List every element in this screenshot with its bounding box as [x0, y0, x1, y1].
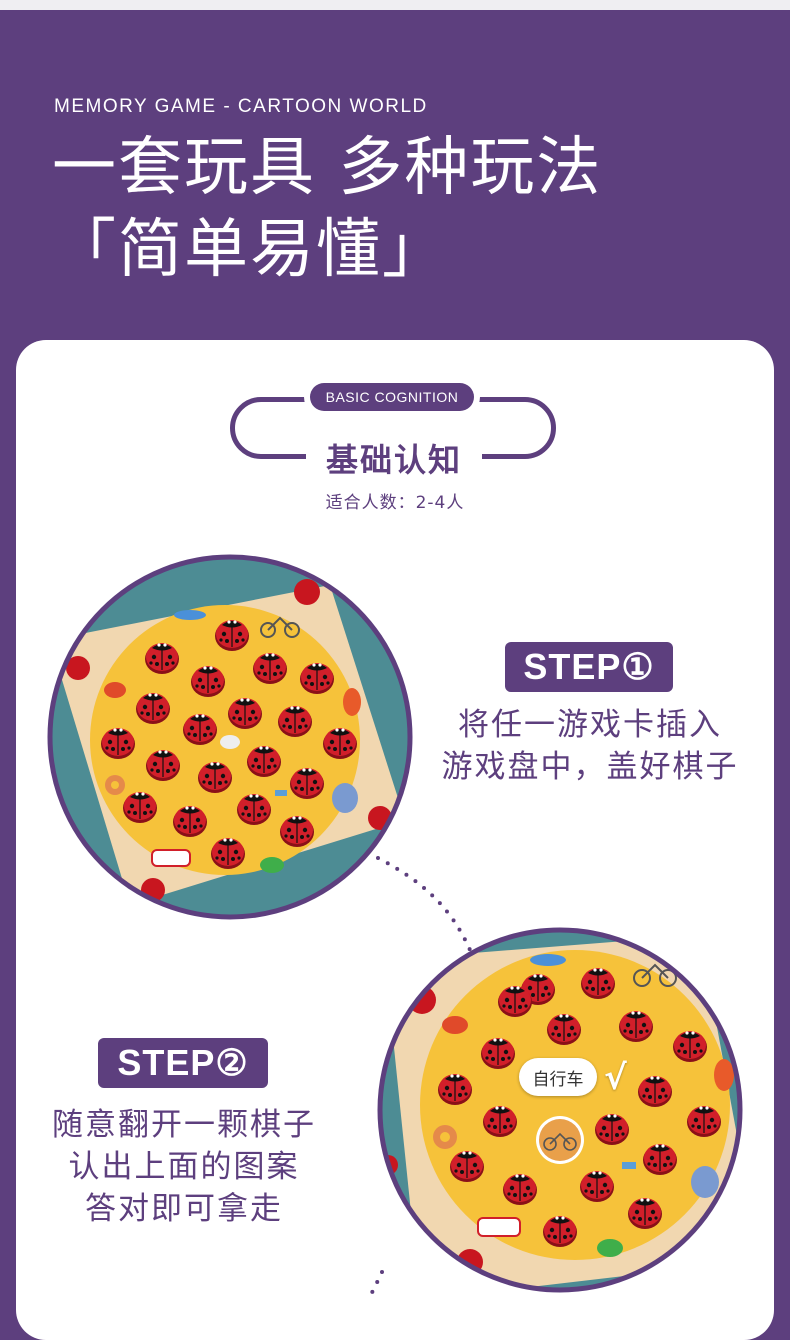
board-photo-1: [47, 554, 413, 920]
step-1-line: 游戏盘中，盖好棋子: [441, 749, 739, 785]
step-2-line: 认出上面的图案: [68, 1149, 300, 1185]
hedgehog-icon: [220, 735, 240, 749]
donut-icon: [433, 1125, 457, 1149]
top-strip: [0, 0, 790, 10]
candy-icon: [622, 1162, 636, 1169]
headline-line-2: 「简单易懂」: [52, 213, 448, 287]
dotted-connectors: [366, 856, 472, 1301]
english-subtitle: MEMORY GAME - CARTOON WORLD: [54, 96, 428, 117]
turtle-icon: [597, 1239, 623, 1257]
police-car-icon: [477, 1217, 521, 1237]
step-1-line: 将任一游戏卡插入: [458, 707, 722, 743]
donut-icon: [105, 775, 125, 795]
crab-icon: [442, 1016, 468, 1034]
dolphin-icon: [174, 610, 206, 620]
step-1-description: 将任一游戏卡插入 游戏盘中，盖好棋子: [420, 704, 760, 788]
player-count: 适合人数：2-4人: [325, 493, 465, 513]
board-photo-2: [377, 927, 743, 1293]
fish-icon: [343, 688, 361, 716]
step-2-line: 随意翻开一颗棋子: [52, 1107, 316, 1143]
bicycle-icon: [633, 963, 677, 987]
step-1-badge: STEP①: [505, 642, 673, 692]
fish-icon: [714, 1059, 734, 1091]
candy-icon: [275, 790, 287, 796]
board-peg: [294, 579, 320, 605]
board-peg: [66, 656, 90, 680]
connector-1: [376, 856, 472, 952]
turtle-icon: [260, 857, 284, 873]
section-title: 基础认知: [306, 434, 482, 482]
elephant-icon: [691, 1166, 719, 1198]
police-car-icon: [151, 849, 191, 867]
step-2-description: 随意翻开一颗棋子 认出上面的图案 答对即可拿走: [28, 1104, 340, 1230]
crab-icon: [104, 682, 126, 698]
check-mark: √: [604, 1058, 627, 1098]
elephant-icon: [332, 783, 358, 813]
bicycle-icon: [260, 616, 300, 638]
dolphin-icon: [530, 954, 566, 966]
revealed-piece: [536, 1116, 584, 1164]
section-badge: BASIC COGNITION: [310, 383, 474, 411]
step-2-badge: STEP②: [98, 1038, 268, 1088]
answer-bubble: 自行车: [519, 1058, 597, 1096]
step-2-line: 答对即可拿走: [85, 1191, 283, 1227]
headline-line-1: 一套玩具 多种玩法: [52, 131, 603, 205]
